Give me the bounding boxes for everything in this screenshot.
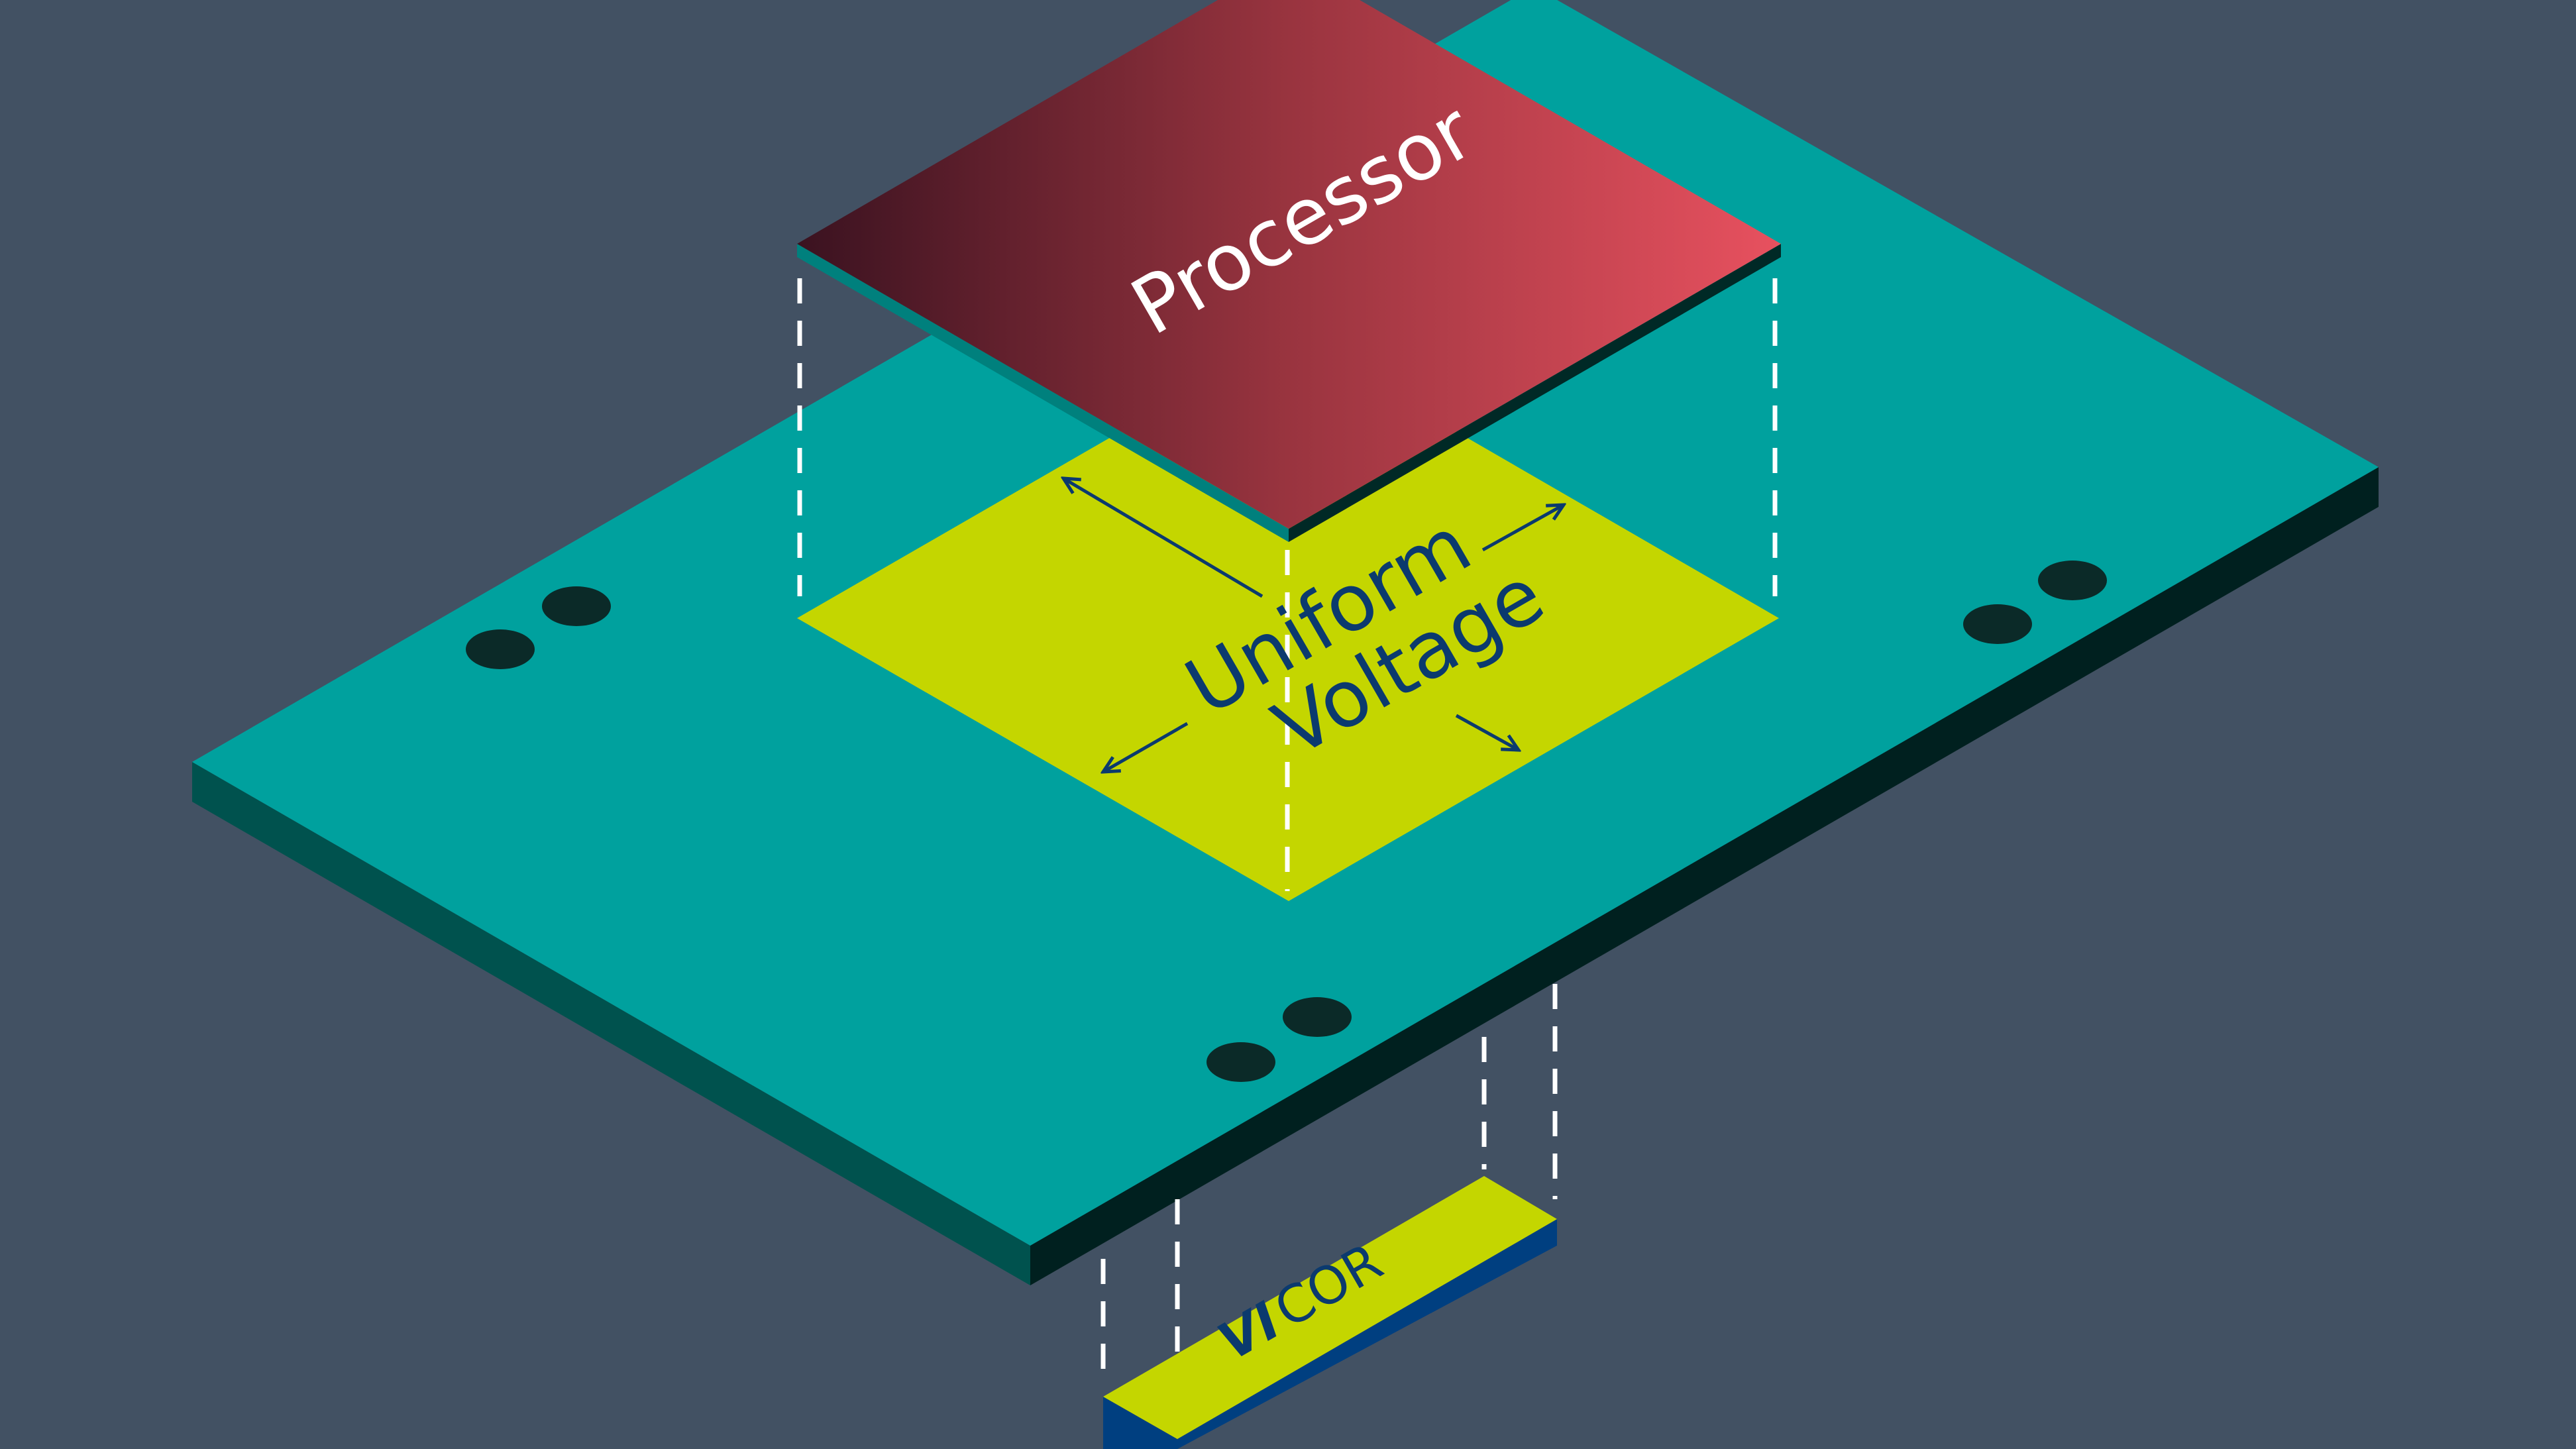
- mounting-hole-icon: [1283, 997, 1352, 1037]
- arrow-icon: [1481, 505, 1564, 552]
- arrow-icon: [1103, 722, 1189, 772]
- module-side-right: [1177, 1219, 1557, 1449]
- processor-top: [797, 0, 1781, 529]
- mounting-hole-icon: [1207, 1042, 1275, 1082]
- mounting-hole-icon: [2038, 561, 2107, 600]
- vicor-module: VI COR: [1103, 1176, 1557, 1449]
- module-top: [1103, 1176, 1557, 1439]
- mounting-hole-icon: [1963, 604, 2032, 644]
- module-side-left: [1103, 1397, 1177, 1449]
- arrow-icon: [1063, 478, 1263, 598]
- mounting-hole-icon: [542, 586, 611, 626]
- board-side-right: [1030, 467, 2379, 1285]
- mounting-holes: [466, 561, 2107, 1082]
- voltage-plane: [797, 335, 1779, 901]
- processor-chip: Processor: [797, 0, 1781, 542]
- mounting-hole-icon: [466, 629, 535, 669]
- voltage-arrows: [1063, 478, 1564, 772]
- board-side-left: [192, 762, 1030, 1285]
- processor-edge-right: [1289, 244, 1781, 542]
- processor-edge-left: [797, 244, 1289, 542]
- arrow-icon: [1455, 714, 1519, 750]
